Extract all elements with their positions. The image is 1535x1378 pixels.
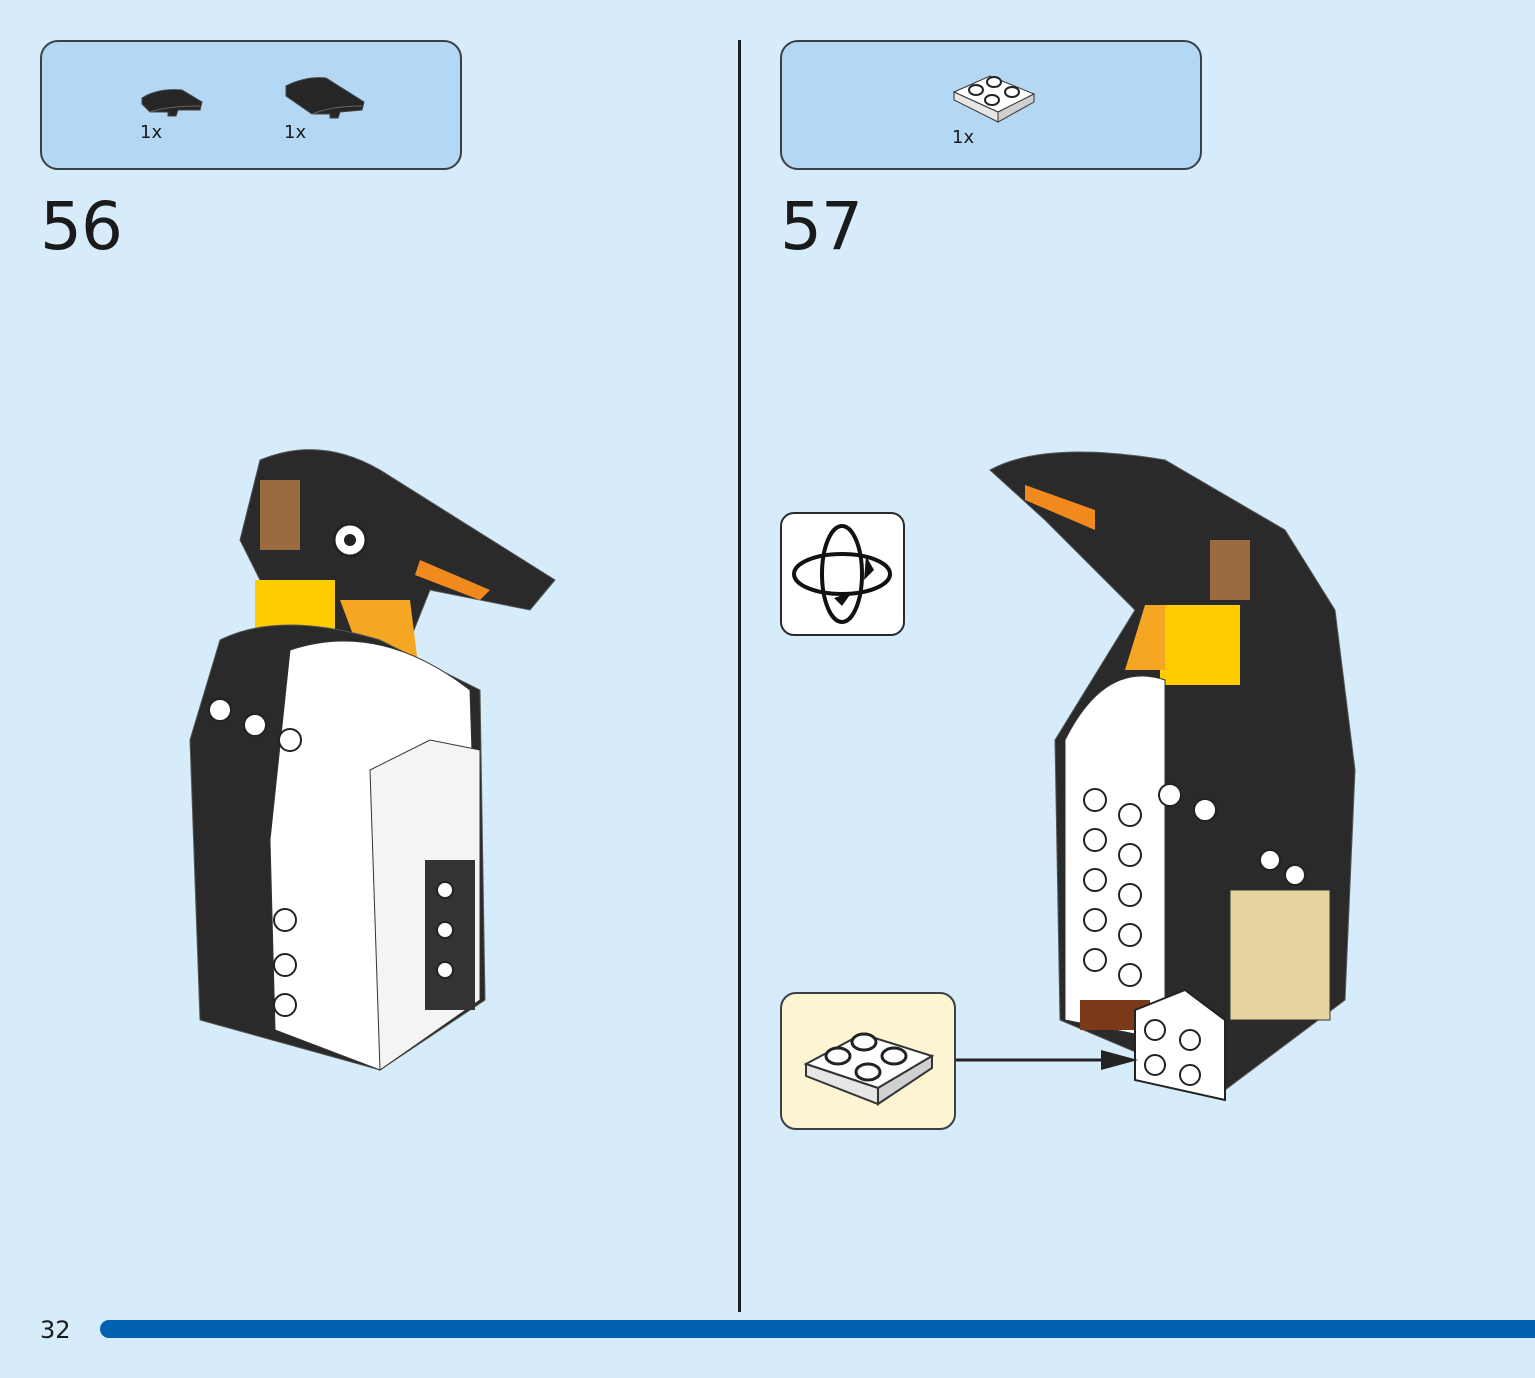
page-number: 32: [40, 1316, 71, 1344]
step-number: 56: [40, 188, 123, 265]
step-number: 57: [780, 188, 863, 265]
placement-arrow-icon: [956, 1050, 1138, 1070]
progress-bar: [100, 1320, 1535, 1338]
curved-slope-2x2-icon: [285, 77, 365, 119]
sub-assembly-callout: [780, 992, 956, 1130]
penguin-model-step-56: [189, 449, 556, 1071]
rotate-model-icon: [792, 524, 892, 624]
part-qty: 1x: [284, 122, 307, 143]
parts-list-step-56: 1x 1x: [40, 40, 462, 170]
step-divider: [738, 40, 741, 1312]
plate-2x2-icon: [952, 75, 1036, 123]
part-qty: 1x: [952, 127, 975, 148]
parts-list-step-57: 1x: [780, 40, 1202, 170]
plate-2x2-icon: [803, 1032, 935, 1106]
penguin-model-step-57: [989, 451, 1356, 1102]
rotate-model-indicator: [780, 512, 905, 636]
part-qty: 1x: [140, 122, 163, 143]
curved-slope-1x2-icon: [141, 89, 203, 117]
